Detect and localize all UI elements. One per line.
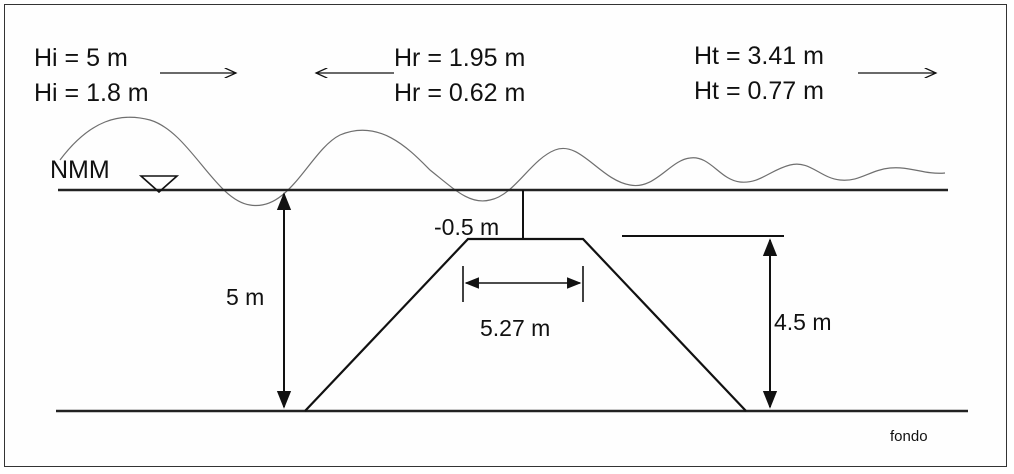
seabed-label: fondo <box>890 428 928 445</box>
structure-height-label: 4.5 m <box>774 309 832 335</box>
sea-level-label: NMM <box>50 156 110 184</box>
incident-height-1: Hi = 5 m <box>34 44 128 72</box>
incident-height-2: Hi = 1.8 m <box>34 79 149 107</box>
submerged-breakwater <box>304 237 747 412</box>
sea-level-symbol-icon <box>138 175 180 194</box>
transmitted-height-1: Ht = 3.41 m <box>694 42 824 70</box>
reflected-height-2: Hr = 0.62 m <box>394 79 525 107</box>
reflected-height-1: Hr = 1.95 m <box>394 44 525 72</box>
transmitted-height-2: Ht = 0.77 m <box>694 77 824 105</box>
wave-profile <box>59 116 946 206</box>
crest-depth-label: -0.5 m <box>434 214 499 240</box>
diagram-frame <box>4 4 1007 467</box>
crest-width-label: 5.27 m <box>480 315 550 341</box>
water-depth-label: 5 m <box>226 284 264 310</box>
